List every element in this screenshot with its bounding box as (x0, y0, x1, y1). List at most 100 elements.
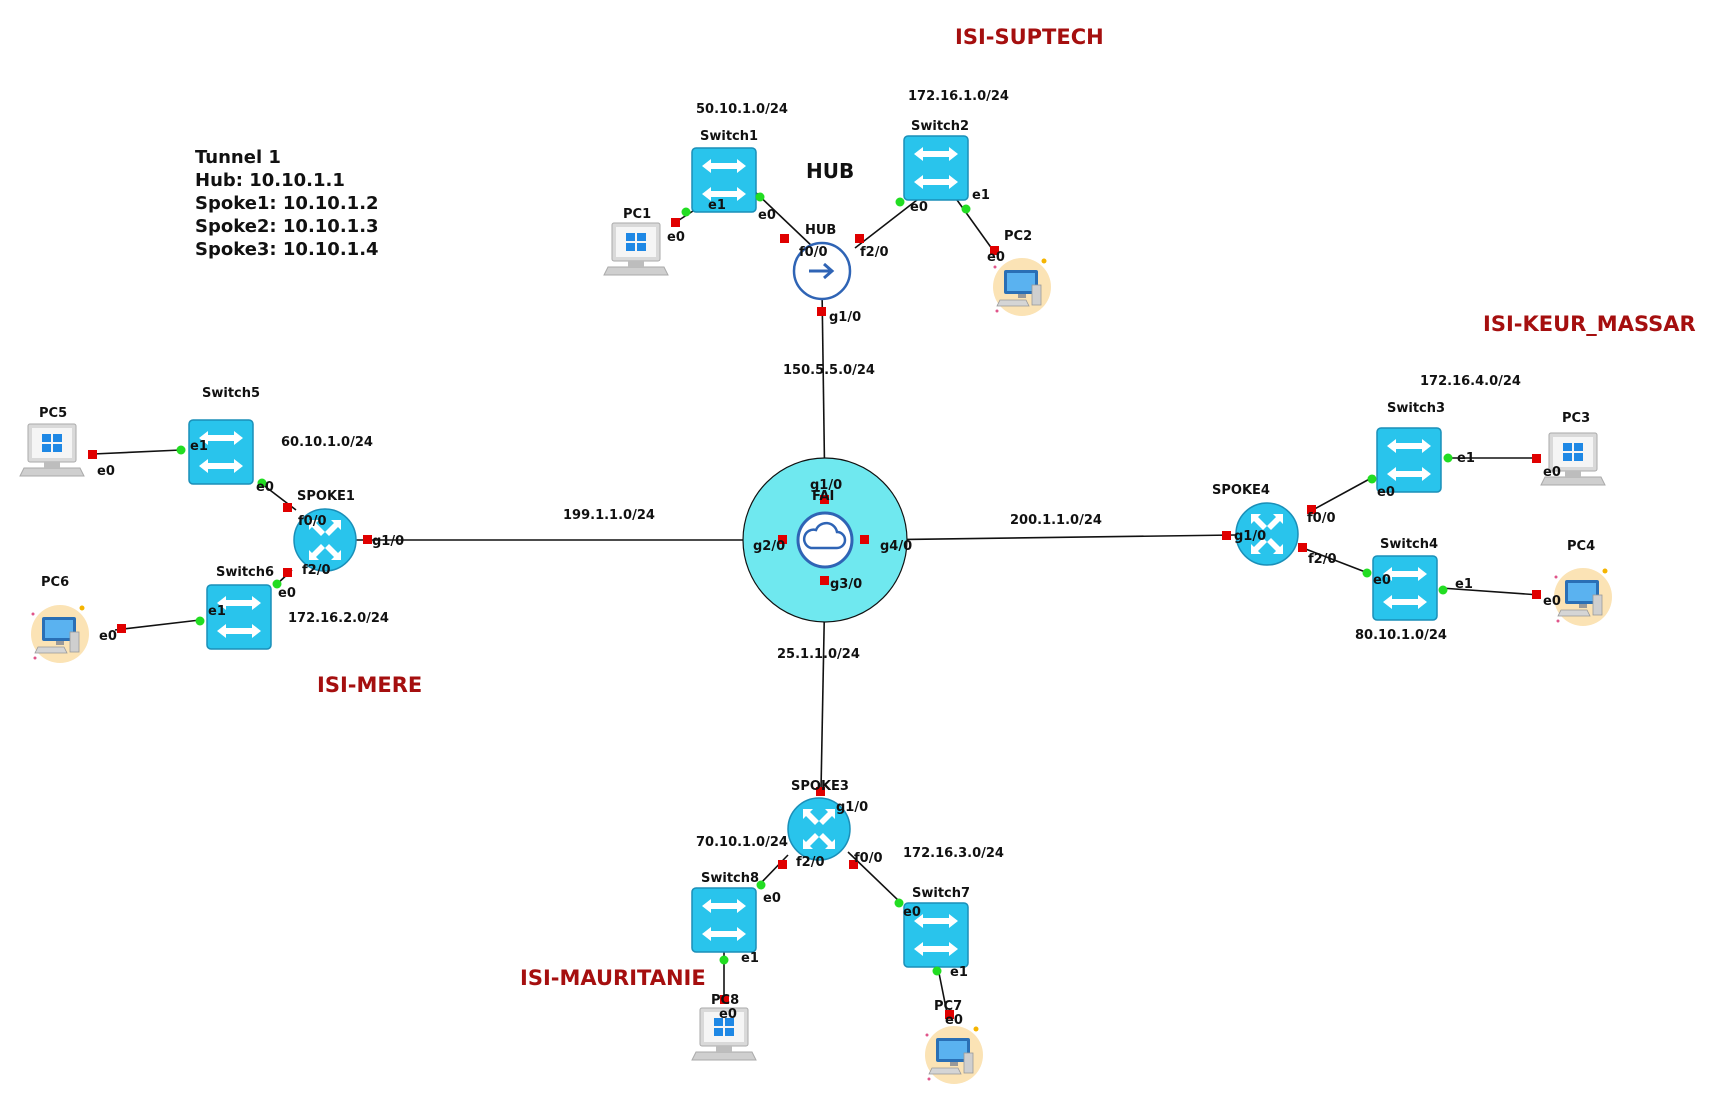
tunnel-hub: Hub: 10.10.1.1 (195, 170, 345, 191)
device-label-switch6: Switch6 (216, 565, 274, 580)
port-dot (1298, 543, 1307, 552)
pc1[interactable] (603, 222, 669, 276)
switch2[interactable] (903, 135, 969, 201)
port-label: f0/0 (1307, 511, 1336, 526)
port-labels: e0 e1 e0 f0/0 f2/0 g1/0 e0 e1 e0 g1/0 g2… (97, 188, 1561, 1028)
port-dot (860, 535, 869, 544)
network-label: 80.10.1.0/24 (1355, 628, 1447, 643)
port-dot (778, 535, 787, 544)
pc5[interactable] (19, 423, 85, 477)
port-dot (272, 579, 282, 589)
network-label: 172.16.4.0/24 (1420, 374, 1521, 389)
port-label: e0 (758, 208, 776, 223)
port-dot (1362, 568, 1372, 578)
port-label: f2/0 (860, 245, 889, 260)
fai-router[interactable] (742, 457, 908, 623)
desktop-pc-icon (30, 604, 90, 664)
switch-icon (691, 887, 757, 953)
port-dot (195, 616, 205, 626)
port-dot (816, 787, 825, 796)
link-switch7-pc7 (937, 967, 949, 1019)
desktop-pc-icon (992, 257, 1052, 317)
port-dot (283, 568, 292, 577)
tunnel-title: Tunnel 1 (195, 147, 281, 168)
port-label: e1 (950, 965, 968, 980)
device-label-switch3: Switch3 (1387, 401, 1445, 416)
port-dot (756, 880, 766, 890)
windows-pc-icon (603, 222, 669, 276)
pc7[interactable] (924, 1025, 984, 1085)
switch-icon (1376, 427, 1442, 493)
port-dot (945, 1010, 954, 1019)
port-label: g4/0 (880, 539, 912, 554)
device-label-fai: FAI (812, 489, 834, 504)
port-label: e1 (1457, 451, 1475, 466)
pc6[interactable] (30, 604, 90, 664)
device-label-switch4: Switch4 (1380, 537, 1438, 552)
device-label-pc6: PC6 (41, 575, 69, 590)
port-label: e1 (741, 951, 759, 966)
tunnel-info: Tunnel 1 Hub: 10.10.1.1 Spoke1: 10.10.1.… (195, 147, 379, 260)
port-dot (895, 197, 905, 207)
hub-router[interactable] (792, 241, 852, 301)
port-label: g1/0 (836, 800, 868, 815)
port-dot (755, 192, 765, 202)
port-dot (671, 218, 680, 227)
port-label: e0 (719, 1007, 737, 1022)
port-label: f2/0 (302, 563, 331, 578)
port-dot (117, 624, 126, 633)
port-label: e0 (910, 200, 928, 215)
port-dot (820, 576, 829, 585)
port-label: g3/0 (830, 577, 862, 592)
port-dot (1532, 454, 1541, 463)
port-dot (1307, 505, 1316, 514)
switch8[interactable] (691, 887, 757, 953)
device-label-switch7: Switch7 (912, 886, 970, 901)
tunnel-spoke2: Spoke2: 10.10.1.3 (195, 216, 379, 237)
port-label: f0/0 (799, 245, 828, 260)
port-label: e1 (208, 604, 226, 619)
site-label-mauritanie: ISI-MAURITANIE (520, 966, 706, 990)
port-label: e1 (708, 198, 726, 213)
cloud-icon (796, 511, 854, 569)
port-label: e0 (945, 1013, 963, 1028)
link-spoke3-switch8 (759, 854, 789, 885)
device-label-pc3: PC3 (1562, 411, 1590, 426)
device-label-pc4: PC4 (1567, 539, 1595, 554)
switch4[interactable] (1372, 555, 1438, 621)
pc2[interactable] (992, 257, 1052, 317)
tunnel-spoke3: Spoke3: 10.10.1.4 (195, 239, 379, 260)
switch-icon (903, 135, 969, 201)
link-spoke4-switch3 (1308, 475, 1376, 513)
pc4[interactable] (1553, 567, 1613, 627)
device-label-switch8: Switch8 (701, 871, 759, 886)
switch3[interactable] (1376, 427, 1442, 493)
device-label-pc5: PC5 (39, 406, 67, 421)
port-label: g2/0 (753, 539, 785, 554)
network-label: 200.1.1.0/24 (1010, 513, 1102, 528)
desktop-pc-icon (1553, 567, 1613, 627)
network-label: 150.5.5.0/24 (783, 363, 875, 378)
port-label: f2/0 (796, 855, 825, 870)
port-label: e0 (1377, 485, 1395, 500)
device-label-spoke3: SPOKE3 (791, 779, 849, 794)
port-dot (820, 495, 829, 504)
port-label: e0 (1373, 573, 1391, 588)
network-label: 172.16.2.0/24 (288, 611, 389, 626)
network-label: 70.10.1.0/24 (696, 835, 788, 850)
device-label-switch1: Switch1 (700, 129, 758, 144)
network-label: 60.10.1.0/24 (281, 435, 373, 450)
link-switch6-pc6 (114, 619, 201, 631)
switch-icon (1372, 555, 1438, 621)
port-dot (961, 204, 971, 214)
site-label-mere: ISI-MERE (317, 673, 422, 697)
link-spoke4-switch4 (1302, 547, 1369, 574)
port-label: g1/0 (829, 310, 861, 325)
port-dot (1532, 590, 1541, 599)
port-dot (283, 503, 292, 512)
device-label-spoke1: SPOKE1 (297, 489, 355, 504)
link-switch2-pc2 (951, 192, 996, 254)
device-label-pc1: PC1 (623, 207, 651, 222)
network-label: 172.16.3.0/24 (903, 846, 1004, 861)
